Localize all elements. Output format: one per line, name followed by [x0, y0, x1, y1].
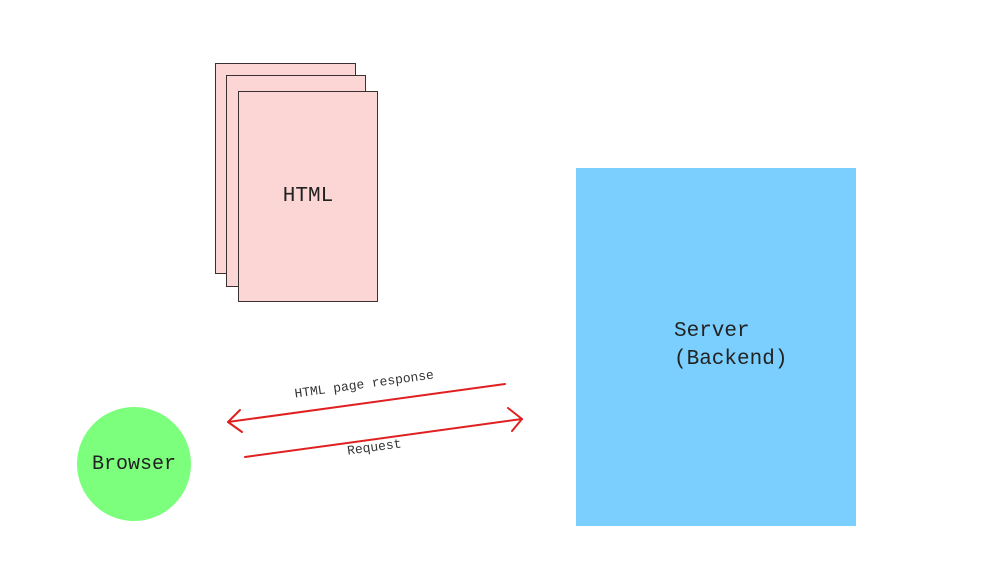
html-page-front: HTML — [238, 91, 378, 302]
server-box: Server (Backend) — [576, 168, 856, 526]
response-arrowhead-icon — [227, 409, 243, 433]
request-arrow — [244, 418, 523, 458]
server-label-line2: (Backend) — [674, 348, 788, 371]
html-label: HTML — [282, 185, 334, 208]
request-arrowhead-icon — [507, 407, 523, 432]
browser-label: Browser — [91, 452, 176, 476]
response-arrow — [227, 383, 506, 423]
server-label: Server (Backend) — [674, 318, 787, 374]
server-label-line1: Server — [674, 320, 750, 343]
browser-circle: Browser — [77, 407, 191, 521]
